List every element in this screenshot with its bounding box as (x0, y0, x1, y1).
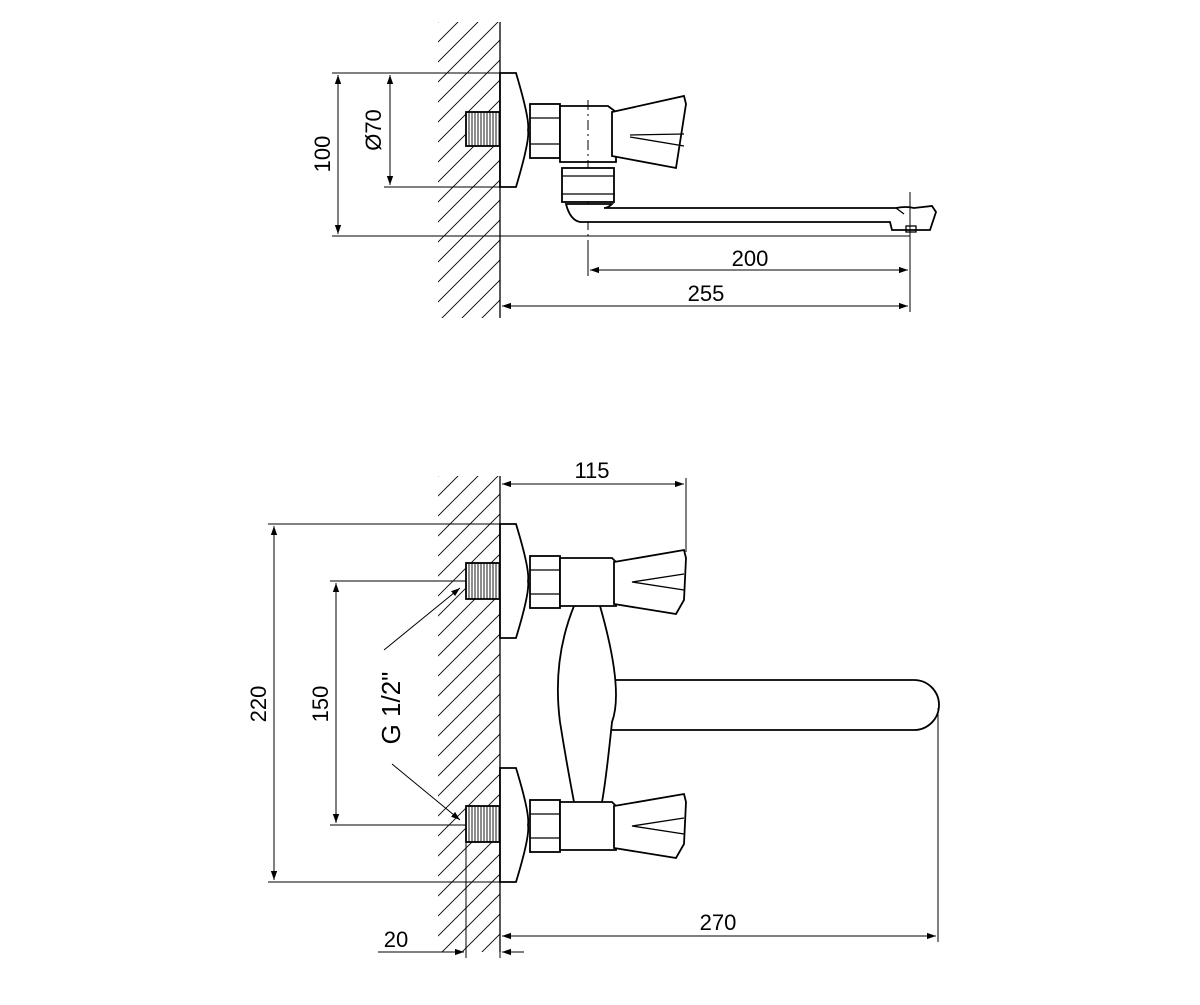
nut-lower (529, 799, 561, 853)
top-view: 100 Ø70 200 255 (310, 22, 937, 420)
hatch-line (438, 853, 500, 917)
thread-inlet-upper (465, 562, 501, 600)
hatch-line (438, 39, 500, 103)
dim-20-label: 20 (384, 927, 408, 952)
hatch-line (481, 933, 500, 952)
hatch-line (438, 593, 500, 657)
dim-255-label: 255 (688, 281, 725, 306)
hatch-line (420, 954, 520, 1000)
handle-upper (613, 548, 687, 615)
dim-diameter-label: Ø70 (361, 109, 386, 151)
handle-top (611, 94, 687, 170)
hatch-line (438, 179, 500, 243)
dim-100: 100 (310, 72, 910, 237)
valve-body-upper (559, 557, 617, 607)
hatch-line (438, 119, 500, 183)
hatch-line (438, 633, 500, 697)
hatch-line (461, 279, 500, 318)
nut-top (529, 103, 561, 159)
valve-body-lower (559, 801, 617, 851)
thread-inlet-top (465, 111, 501, 147)
thread-inlet-lower (465, 805, 501, 843)
wall-hatch-top (420, 22, 520, 420)
hatch-line (438, 199, 500, 263)
dim-220-label: 220 (246, 686, 271, 723)
thread-callout: G 1/2" (376, 587, 461, 821)
hatch-line (438, 653, 500, 717)
hatch-line (438, 139, 500, 203)
hatch-line (438, 22, 499, 83)
hatch-line (438, 476, 499, 537)
hatch-line (438, 219, 500, 283)
hatch-line (438, 476, 439, 477)
hatch-line (438, 573, 500, 637)
dim-270-label: 270 (700, 910, 737, 935)
collar-top (561, 167, 615, 203)
hatch-line (438, 713, 500, 777)
hatch-line (438, 59, 500, 123)
hatch-line (438, 733, 500, 797)
hatch-line (438, 833, 500, 897)
escutcheon-upper (499, 523, 530, 639)
thread-callout-label: G 1/2" (376, 672, 406, 745)
hatch-line (438, 813, 500, 877)
hatch-line (438, 613, 500, 677)
dim-115: 115 (502, 458, 687, 552)
spout-front (599, 679, 940, 731)
hatch-line (420, 300, 520, 400)
nut-upper (529, 555, 561, 609)
wall-hatch-front (420, 476, 520, 1000)
dim-200: 200 (587, 192, 911, 312)
front-view: 115 220 150 G 1/2" 20 (246, 458, 940, 1000)
mixer-body (556, 600, 617, 808)
hatch-line (438, 513, 500, 577)
dim-150-label: 150 (308, 686, 333, 723)
hatch-line (441, 259, 500, 318)
hatch-line (438, 79, 500, 143)
handle-lower (613, 792, 687, 859)
hatch-line (481, 299, 500, 318)
hatch-line (438, 22, 439, 23)
hatch-line (438, 22, 479, 63)
hatch-line (438, 753, 500, 817)
dim-115-label: 115 (574, 458, 609, 483)
escutcheon-top (499, 72, 530, 188)
dim-200-label: 200 (732, 246, 769, 271)
escutcheon-lower (499, 767, 530, 883)
hatch-line (438, 476, 459, 497)
dim-100-label: 100 (310, 136, 335, 173)
hatch-line (438, 476, 479, 517)
dim-220: 220 (246, 523, 500, 883)
hatch-line (438, 693, 500, 757)
hatch-line (438, 673, 500, 737)
dim-255: 255 (502, 281, 908, 310)
hatch-line (438, 773, 500, 837)
hatch-line (438, 239, 500, 303)
dim-20: 20 (378, 842, 524, 958)
hatch-line (438, 159, 500, 223)
dim-270: 270 (502, 708, 939, 942)
dim-diameter: Ø70 (361, 75, 500, 188)
hatch-line (461, 913, 500, 952)
hatch-line (420, 320, 520, 420)
spout-top (564, 203, 937, 233)
hatch-line (441, 893, 500, 952)
dim-150: 150 (308, 580, 466, 826)
hatch-line (438, 873, 500, 937)
